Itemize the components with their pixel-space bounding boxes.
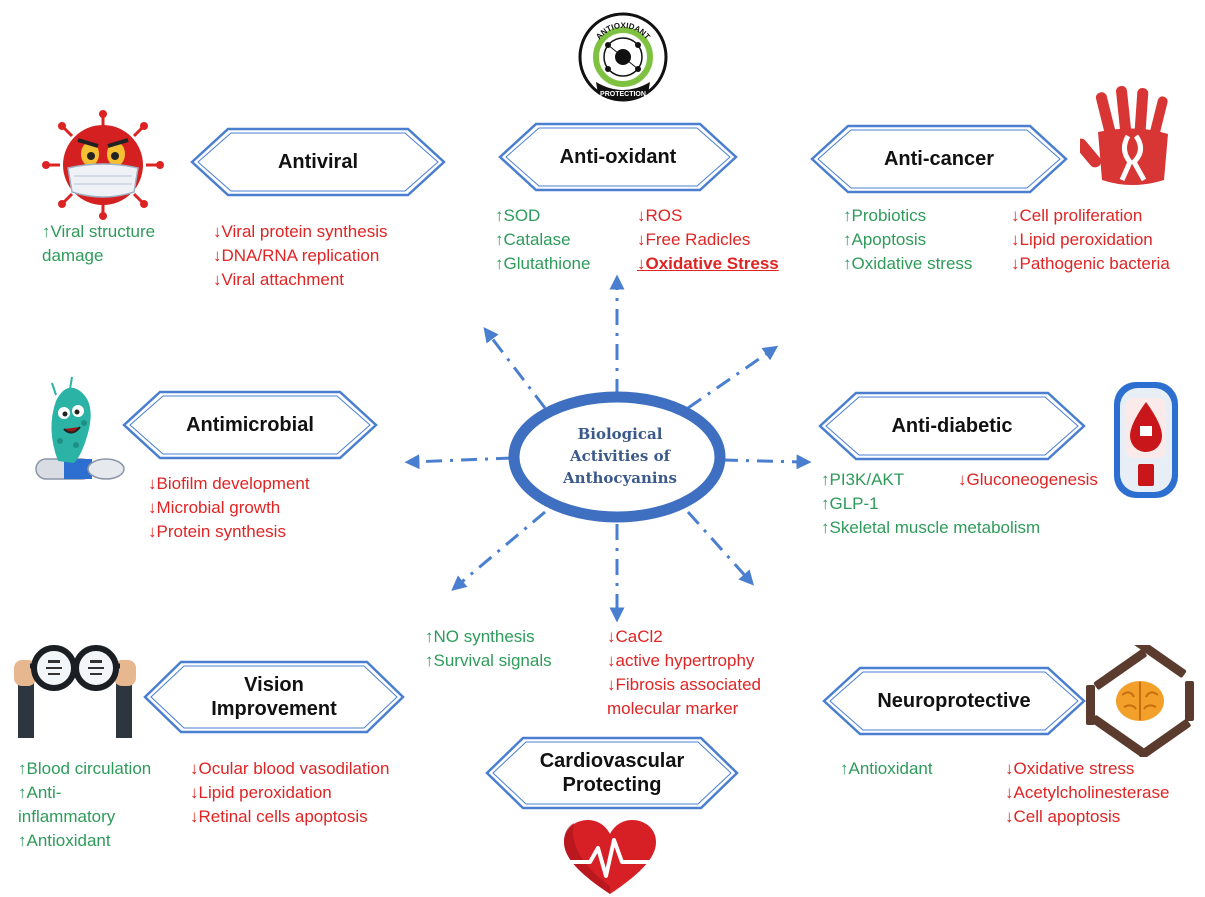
hex-anticancer: Anti-cancer <box>810 124 1068 194</box>
antioxidant-protection-badge-icon: ANTIOXIDANT PROTECTION <box>578 12 668 102</box>
arrow-right <box>721 454 812 470</box>
anticancer-decrease-list: ↓Cell proliferation ↓Lipid peroxidation … <box>1011 206 1170 273</box>
hex-antioxidant: Anti-oxidant <box>498 122 738 192</box>
cardio-increase-list: ↑NO synthesis ↑Survival signals <box>425 627 552 670</box>
hex-cardiovascular-protecting: Cardiovascular Protecting <box>485 736 739 810</box>
eyeglasses-icon <box>14 645 136 738</box>
center-ellipse <box>508 391 726 523</box>
hex-antimicrobial: Antimicrobial <box>122 390 378 460</box>
bacteria-pills-icon <box>35 376 125 480</box>
vision-decrease-list: ↓Ocular blood vasodilation ↓Lipid peroxi… <box>190 759 390 826</box>
brain-icon <box>1086 645 1194 757</box>
anticancer-increase-list: ↑Probiotics ↑Apoptosis ↑Oxidative stress <box>843 206 973 273</box>
vision-increase-list: ↑Blood circulation ↑Anti- inflammatory ↑… <box>18 759 152 850</box>
antidiabetic-decrease-list: ↓Gluconeogenesis <box>958 470 1098 489</box>
cardio-decrease-list: ↓CaCl2 ↓active hypertrophy ↓Fibrosis ass… <box>607 627 762 718</box>
antidiabetic-increase-list: ↑PI3K/AKT ↑GLP-1 ↑Skeletal muscle metabo… <box>821 470 1041 537</box>
hex-vision-improvement: Vision Improvement <box>143 660 405 734</box>
center-title: Biological Activities of Anthocyanins <box>563 425 677 487</box>
hex-antidiabetic: Anti-diabetic <box>818 391 1086 461</box>
antiviral-decrease-list: ↓Viral protein synthesis ↓DNA/RNA replic… <box>213 222 388 289</box>
antioxidant-decrease-list: ↓ROS ↓Free Radicles ↓Oxidative Stress <box>637 206 779 273</box>
arrow-left <box>404 454 513 470</box>
hex-neuroprotective: Neuroprotective <box>822 666 1086 736</box>
antiviral-increase-list: ↑Viral structure damage <box>42 222 156 265</box>
antimicrobial-decrease-list: ↓Biofilm development ↓Microbial growth ↓… <box>148 474 310 541</box>
glucose-meter-icon <box>1114 382 1178 498</box>
badge-bottom-text: PROTECTION <box>600 91 646 98</box>
arrow-down-right <box>686 510 755 586</box>
hex-antiviral: Antiviral <box>190 127 446 197</box>
neuro-increase-list: ↑Antioxidant <box>840 759 933 778</box>
neuro-decrease-list: ↓Oxidative stress ↓Acetylcholinesterase … <box>1005 759 1170 826</box>
heart-pulse-icon <box>564 820 656 894</box>
arrow-up-left <box>483 327 547 409</box>
arrow-down-left <box>451 510 546 591</box>
cancer-hand-ribbon-icon <box>1080 85 1168 185</box>
arrow-up-right <box>687 345 779 410</box>
virus-mask-icon <box>42 110 164 220</box>
antioxidant-increase-list: ↑SOD ↑Catalase ↑Glutathione <box>495 206 591 273</box>
